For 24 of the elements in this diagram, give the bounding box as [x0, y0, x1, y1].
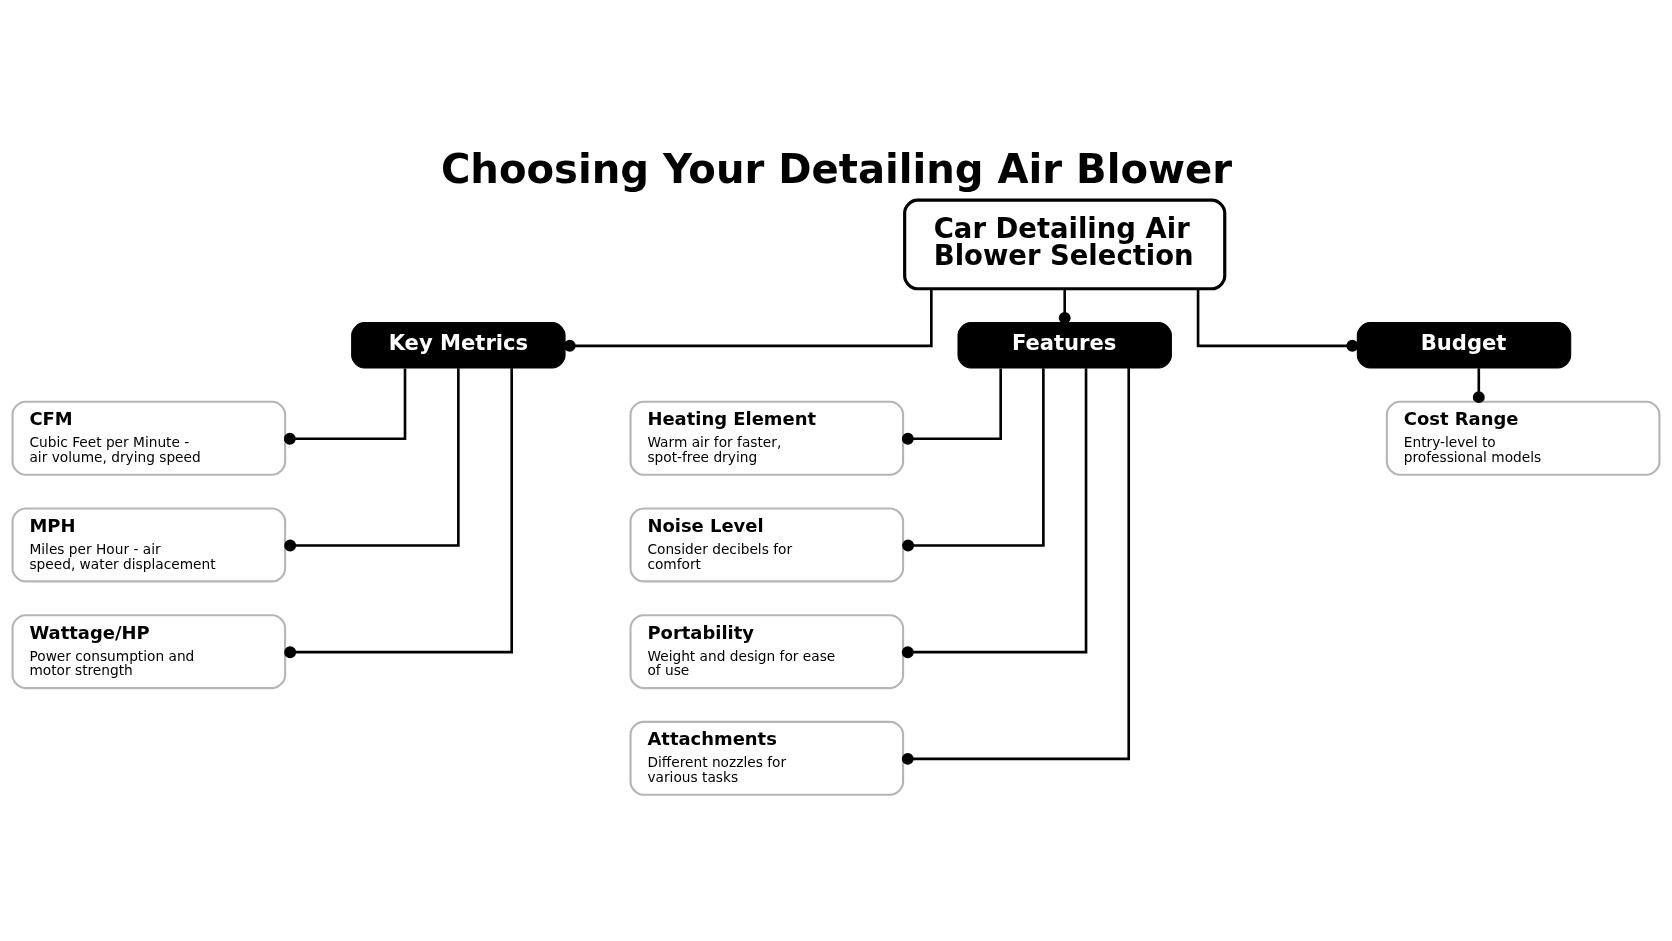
connector — [284, 367, 460, 551]
diagram-title: Choosing Your Detailing Air Blower — [440, 145, 1233, 192]
node-box: Features — [957, 321, 1172, 369]
node-box: Noise Level Consider decibels for comfort — [629, 506, 905, 582]
connector — [901, 367, 1002, 445]
node-box: Key Metrics — [351, 321, 566, 369]
node-box: Wattage/HP Power consumption and motor strength — [11, 613, 287, 689]
connector — [902, 367, 1045, 551]
connector — [1472, 367, 1485, 403]
connector — [284, 367, 513, 658]
node-box: Portability Weight and design for ease of use — [629, 613, 905, 689]
node-box: Budget — [1356, 321, 1572, 369]
node-box: Cost Range Entry-level to professional models — [1385, 400, 1661, 476]
node-box: Attachments Different nozzles for various tasks — [629, 720, 905, 796]
connector — [283, 367, 407, 445]
node-box: Heating Element Warm air for faster, spot-free drying — [629, 400, 905, 476]
connector — [1058, 288, 1071, 324]
connector — [1196, 288, 1359, 352]
node-box: CFM Cubic Feet per Minute - air volume, drying speed — [11, 400, 287, 476]
connector — [563, 288, 933, 352]
connector — [901, 367, 1088, 658]
node-box: Car Detailing Air Blower Selection — [903, 197, 1227, 290]
node-box: MPH Miles per Hour - air speed, water displacement — [11, 506, 287, 582]
connector — [901, 367, 1131, 765]
